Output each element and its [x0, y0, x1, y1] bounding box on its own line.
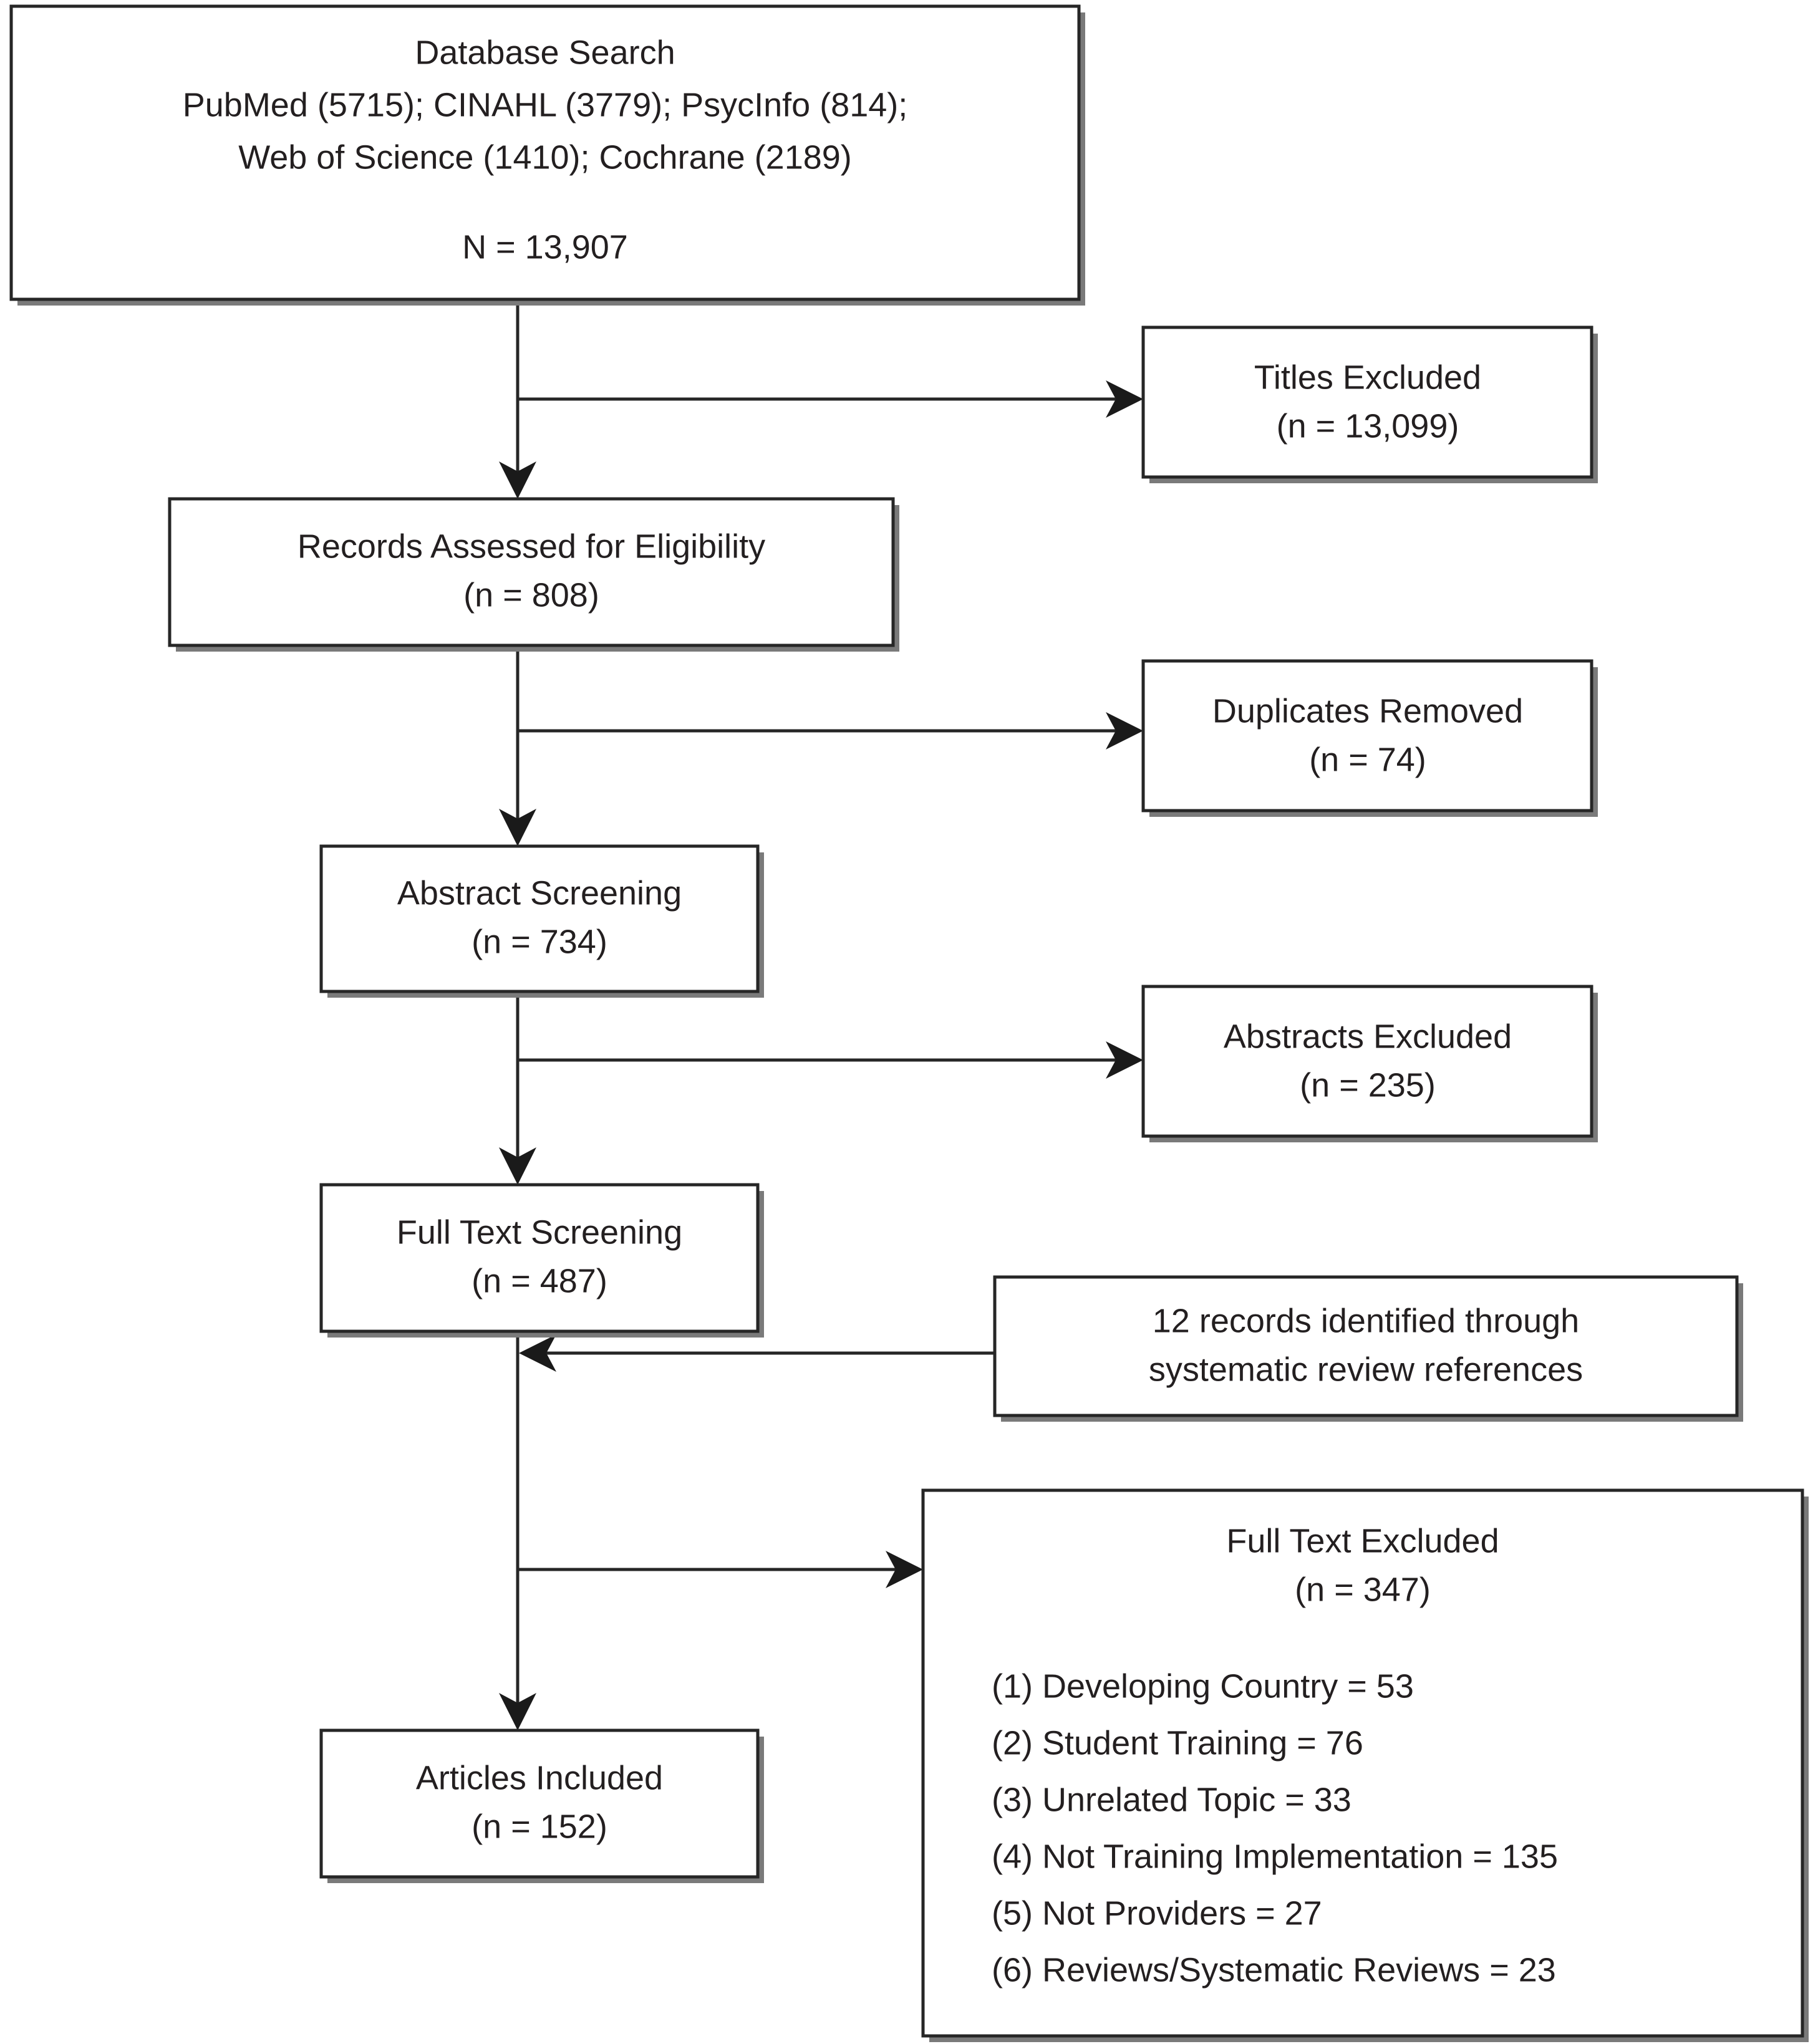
node-abstracts-excluded: Abstracts Excluded (n = 235)	[1141, 985, 1598, 1142]
additional-records-line-1: 12 records identified through	[1153, 1302, 1579, 1339]
database-search-line-2: PubMed (5715); CINAHL (3779); PsycInfo (…	[183, 86, 908, 123]
node-additional-records: 12 records identified through systematic…	[993, 1275, 1743, 1422]
articles-included-box	[319, 1728, 760, 1879]
node-articles-included: Articles Included (n = 152)	[319, 1728, 764, 1883]
arrowhead-abstracts-excluded	[1106, 1041, 1143, 1079]
duplicates-removed-box	[1141, 659, 1593, 812]
arrowhead-abstract-screening	[499, 809, 536, 846]
full-text-excluded-reason-5: (5) Not Providers = 27	[992, 1894, 1322, 1932]
connectors-layer	[499, 299, 1143, 1730]
titles-excluded-box	[1141, 325, 1593, 479]
arrowhead-articles-included	[499, 1693, 536, 1730]
node-duplicates-removed: Duplicates Removed (n = 74)	[1141, 659, 1598, 817]
abstracts-excluded-line-2: (n = 235)	[1300, 1066, 1436, 1104]
node-database-search: Database Search PubMed (5715); CINAHL (3…	[9, 4, 1085, 306]
arrowhead-duplicates-removed	[1106, 712, 1143, 750]
node-titles-excluded: Titles Excluded (n = 13,099)	[1141, 325, 1598, 483]
full-text-excluded-line-1: Full Text Excluded	[1226, 1522, 1499, 1560]
arrowhead-records-assessed	[499, 461, 536, 499]
full-text-excluded-box	[921, 1488, 1804, 2038]
additional-records-line-2: systematic review references	[1149, 1351, 1583, 1388]
titles-excluded-line-1: Titles Excluded	[1254, 359, 1481, 396]
additional-records-box	[993, 1275, 1739, 1417]
database-search-total: N = 13,907	[462, 228, 628, 266]
full-text-screening-line-2: (n = 487)	[471, 1262, 607, 1299]
full-text-screening-line-1: Full Text Screening	[397, 1213, 682, 1251]
full-text-excluded-reason-4: (4) Not Training Implementation = 135	[992, 1838, 1558, 1875]
articles-included-line-2: (n = 152)	[471, 1808, 607, 1845]
full-text-excluded-line-2: (n = 347)	[1295, 1571, 1431, 1608]
node-records-assessed: Records Assessed for Eligibility (n = 80…	[168, 497, 899, 652]
full-text-excluded-reason-2: (2) Student Training = 76	[992, 1724, 1363, 1762]
articles-included-line-1: Articles Included	[416, 1759, 663, 1796]
arrowhead-full-text-screening	[499, 1147, 536, 1185]
abstract-screening-line-1: Abstract Screening	[397, 874, 682, 912]
node-full-text-excluded: Full Text Excluded (n = 347) (1) Develop…	[921, 1488, 1809, 2042]
duplicates-removed-line-1: Duplicates Removed	[1212, 692, 1523, 730]
full-text-excluded-reason-3: (3) Unrelated Topic = 33	[992, 1781, 1351, 1818]
abstracts-excluded-line-1: Abstracts Excluded	[1224, 1018, 1512, 1055]
full-text-excluded-reason-1: (1) Developing Country = 53	[992, 1667, 1414, 1705]
full-text-excluded-reason-6: (6) Reviews/Systematic Reviews = 23	[992, 1951, 1556, 1989]
duplicates-removed-line-2: (n = 74)	[1309, 741, 1426, 778]
records-assessed-box	[168, 497, 895, 647]
abstract-screening-box	[319, 844, 760, 993]
abstract-screening-line-2: (n = 734)	[471, 923, 607, 960]
database-search-box	[9, 4, 1081, 301]
full-text-screening-box	[319, 1183, 760, 1333]
database-search-line-3: Web of Science (1410); Cochrane (2189)	[238, 138, 852, 176]
titles-excluded-line-2: (n = 13,099)	[1277, 407, 1459, 445]
node-abstract-screening: Abstract Screening (n = 734)	[319, 844, 764, 998]
arrowhead-full-text-excluded	[886, 1551, 923, 1588]
abstracts-excluded-box	[1141, 985, 1593, 1138]
arrowhead-titles-excluded	[1106, 380, 1143, 418]
node-full-text-screening: Full Text Screening (n = 487)	[319, 1183, 764, 1338]
database-search-line-1: Database Search	[415, 34, 675, 71]
records-assessed-line-1: Records Assessed for Eligibility	[297, 528, 765, 565]
arrowhead-additional-records-merge	[519, 1334, 556, 1372]
records-assessed-line-2: (n = 808)	[463, 576, 599, 614]
